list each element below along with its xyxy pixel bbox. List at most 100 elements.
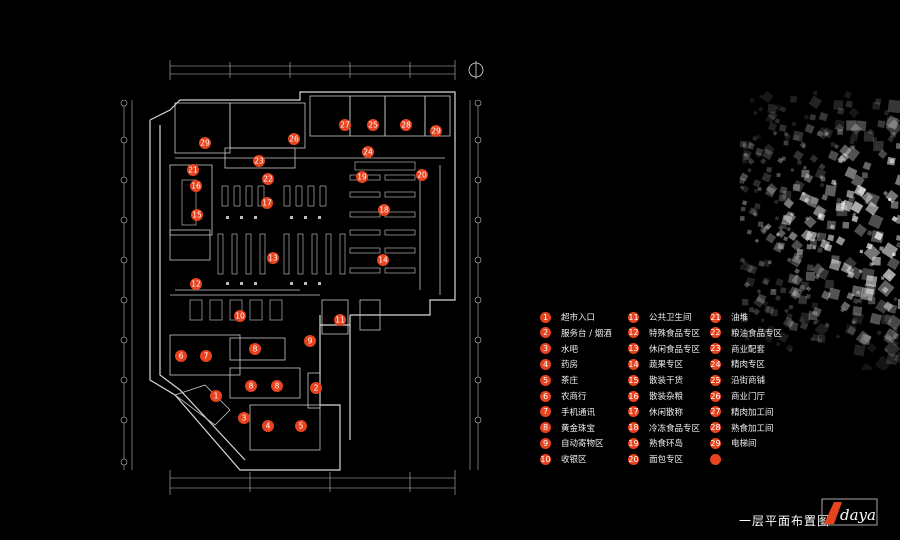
plan-marker: 9 — [304, 335, 316, 347]
legend-label: 沿街商铺 — [731, 376, 766, 387]
legend-item: 7 手机通讯 — [540, 405, 595, 419]
legend-item — [710, 452, 731, 466]
plan-marker-number: 29 — [200, 139, 210, 148]
plan-marker: 24 — [362, 146, 374, 158]
legend-marker — [710, 453, 721, 465]
plan-marker-number: 4 — [266, 422, 271, 431]
plan-marker: 21 — [187, 164, 199, 176]
legend-label: 茶庄 — [561, 376, 579, 387]
legend-marker: 20 — [628, 453, 639, 465]
plan-marker: 14 — [377, 254, 389, 266]
plan-marker-number: 15 — [192, 211, 202, 220]
legend-item: 5 茶庄 — [540, 373, 578, 387]
legend-item: 1 超市入口 — [540, 310, 595, 324]
plan-marker-number: 9 — [308, 337, 313, 346]
legend-marker: 19 — [628, 437, 639, 449]
plan-marker-number: 17 — [262, 199, 272, 208]
plan-marker-number: 20 — [417, 171, 427, 180]
legend-label: 冷冻食品专区 — [649, 423, 701, 434]
legend-marker: 12 — [628, 327, 639, 339]
plan-marker: 29 — [430, 125, 442, 137]
legend-marker: 25 — [710, 374, 721, 386]
legend-marker: 1 — [540, 311, 551, 323]
daya-logo: daya — [820, 496, 882, 528]
plan-marker: 7 — [200, 350, 212, 362]
legend-label: 电梯间 — [731, 439, 757, 450]
plan-marker: 8 — [271, 380, 283, 392]
plan-marker: 2 — [310, 382, 322, 394]
plan-marker: 20 — [416, 169, 428, 181]
legend-marker: 14 — [628, 358, 639, 370]
plan-marker-number: 8 — [249, 382, 254, 391]
legend-label: 超市入口 — [561, 313, 596, 323]
legend-marker: 9 — [540, 437, 551, 449]
legend-marker: 5 — [540, 374, 551, 386]
plan-marker-number: 6 — [179, 352, 184, 361]
legend-item: 18 冷冻食品专区 — [628, 421, 700, 435]
legend-item: 9 自动寄物区 — [540, 436, 604, 450]
legend-marker: 15 — [628, 374, 639, 386]
legend-label: 手机通讯 — [561, 407, 596, 418]
legend-label: 农商行 — [561, 392, 587, 402]
legend-marker: 7 — [540, 406, 551, 418]
legend-label: 散装干货 — [649, 376, 684, 387]
legend-label: 自动寄物区 — [561, 439, 604, 450]
legend-marker: 16 — [628, 390, 639, 402]
legend-label: 精肉专区 — [731, 360, 766, 371]
legend-marker: 10 — [540, 453, 551, 465]
legend-marker: 28 — [710, 422, 721, 434]
plan-marker-number: 5 — [299, 422, 304, 431]
legend-marker: 27 — [710, 406, 721, 418]
plan-marker-number: 3 — [242, 414, 247, 423]
legend-marker: 8 — [540, 422, 551, 434]
plan-marker: 4 — [262, 420, 274, 432]
plan-marker: 19 — [356, 171, 368, 183]
plan-marker-number: 29 — [431, 127, 441, 136]
legend-marker: 3 — [540, 343, 551, 355]
plan-marker: 15 — [191, 209, 203, 221]
plan-marker-number: 24 — [363, 148, 373, 157]
plan-marker: 29 — [199, 137, 211, 149]
plan-marker: 25 — [367, 119, 379, 131]
legend-marker: 18 — [628, 422, 639, 434]
plan-marker-number: 28 — [401, 121, 411, 130]
plan-marker: 22 — [262, 173, 274, 185]
plan-marker-number: 12 — [191, 280, 201, 289]
plan-marker: 12 — [190, 278, 202, 290]
legend-marker: 21 — [710, 311, 721, 323]
plan-marker: 3 — [238, 412, 250, 424]
legend-label: 公共卫生间 — [649, 313, 692, 323]
legend-marker: 11 — [628, 311, 639, 323]
legend-label: 休闲食品专区 — [649, 344, 701, 355]
legend-marker: 24 — [710, 358, 721, 370]
plan-marker: 23 — [253, 155, 265, 167]
legend-item: 21 油堆 — [710, 310, 748, 324]
plan-marker: 26 — [288, 133, 300, 145]
legend-label: 熟食加工间 — [731, 423, 774, 434]
legend-marker: 2 — [540, 327, 551, 339]
legend-label: 粮油食品专区 — [731, 328, 783, 339]
plan-marker: 1 — [210, 390, 222, 402]
plan-marker-number: 10 — [235, 312, 245, 321]
legend-marker: 26 — [710, 390, 721, 402]
plan-marker: 28 — [400, 119, 412, 131]
legend-marker: 4 — [540, 358, 551, 370]
plan-marker-number: 27 — [340, 121, 350, 130]
legend-label: 面包专区 — [649, 455, 684, 466]
legend-label: 油堆 — [731, 313, 749, 323]
legend-label: 蔬果专区 — [649, 360, 684, 371]
plan-marker: 11 — [334, 314, 346, 326]
plan-marker: 10 — [234, 310, 246, 322]
svg-text:daya: daya — [840, 506, 876, 524]
plan-marker: 17 — [261, 197, 273, 209]
